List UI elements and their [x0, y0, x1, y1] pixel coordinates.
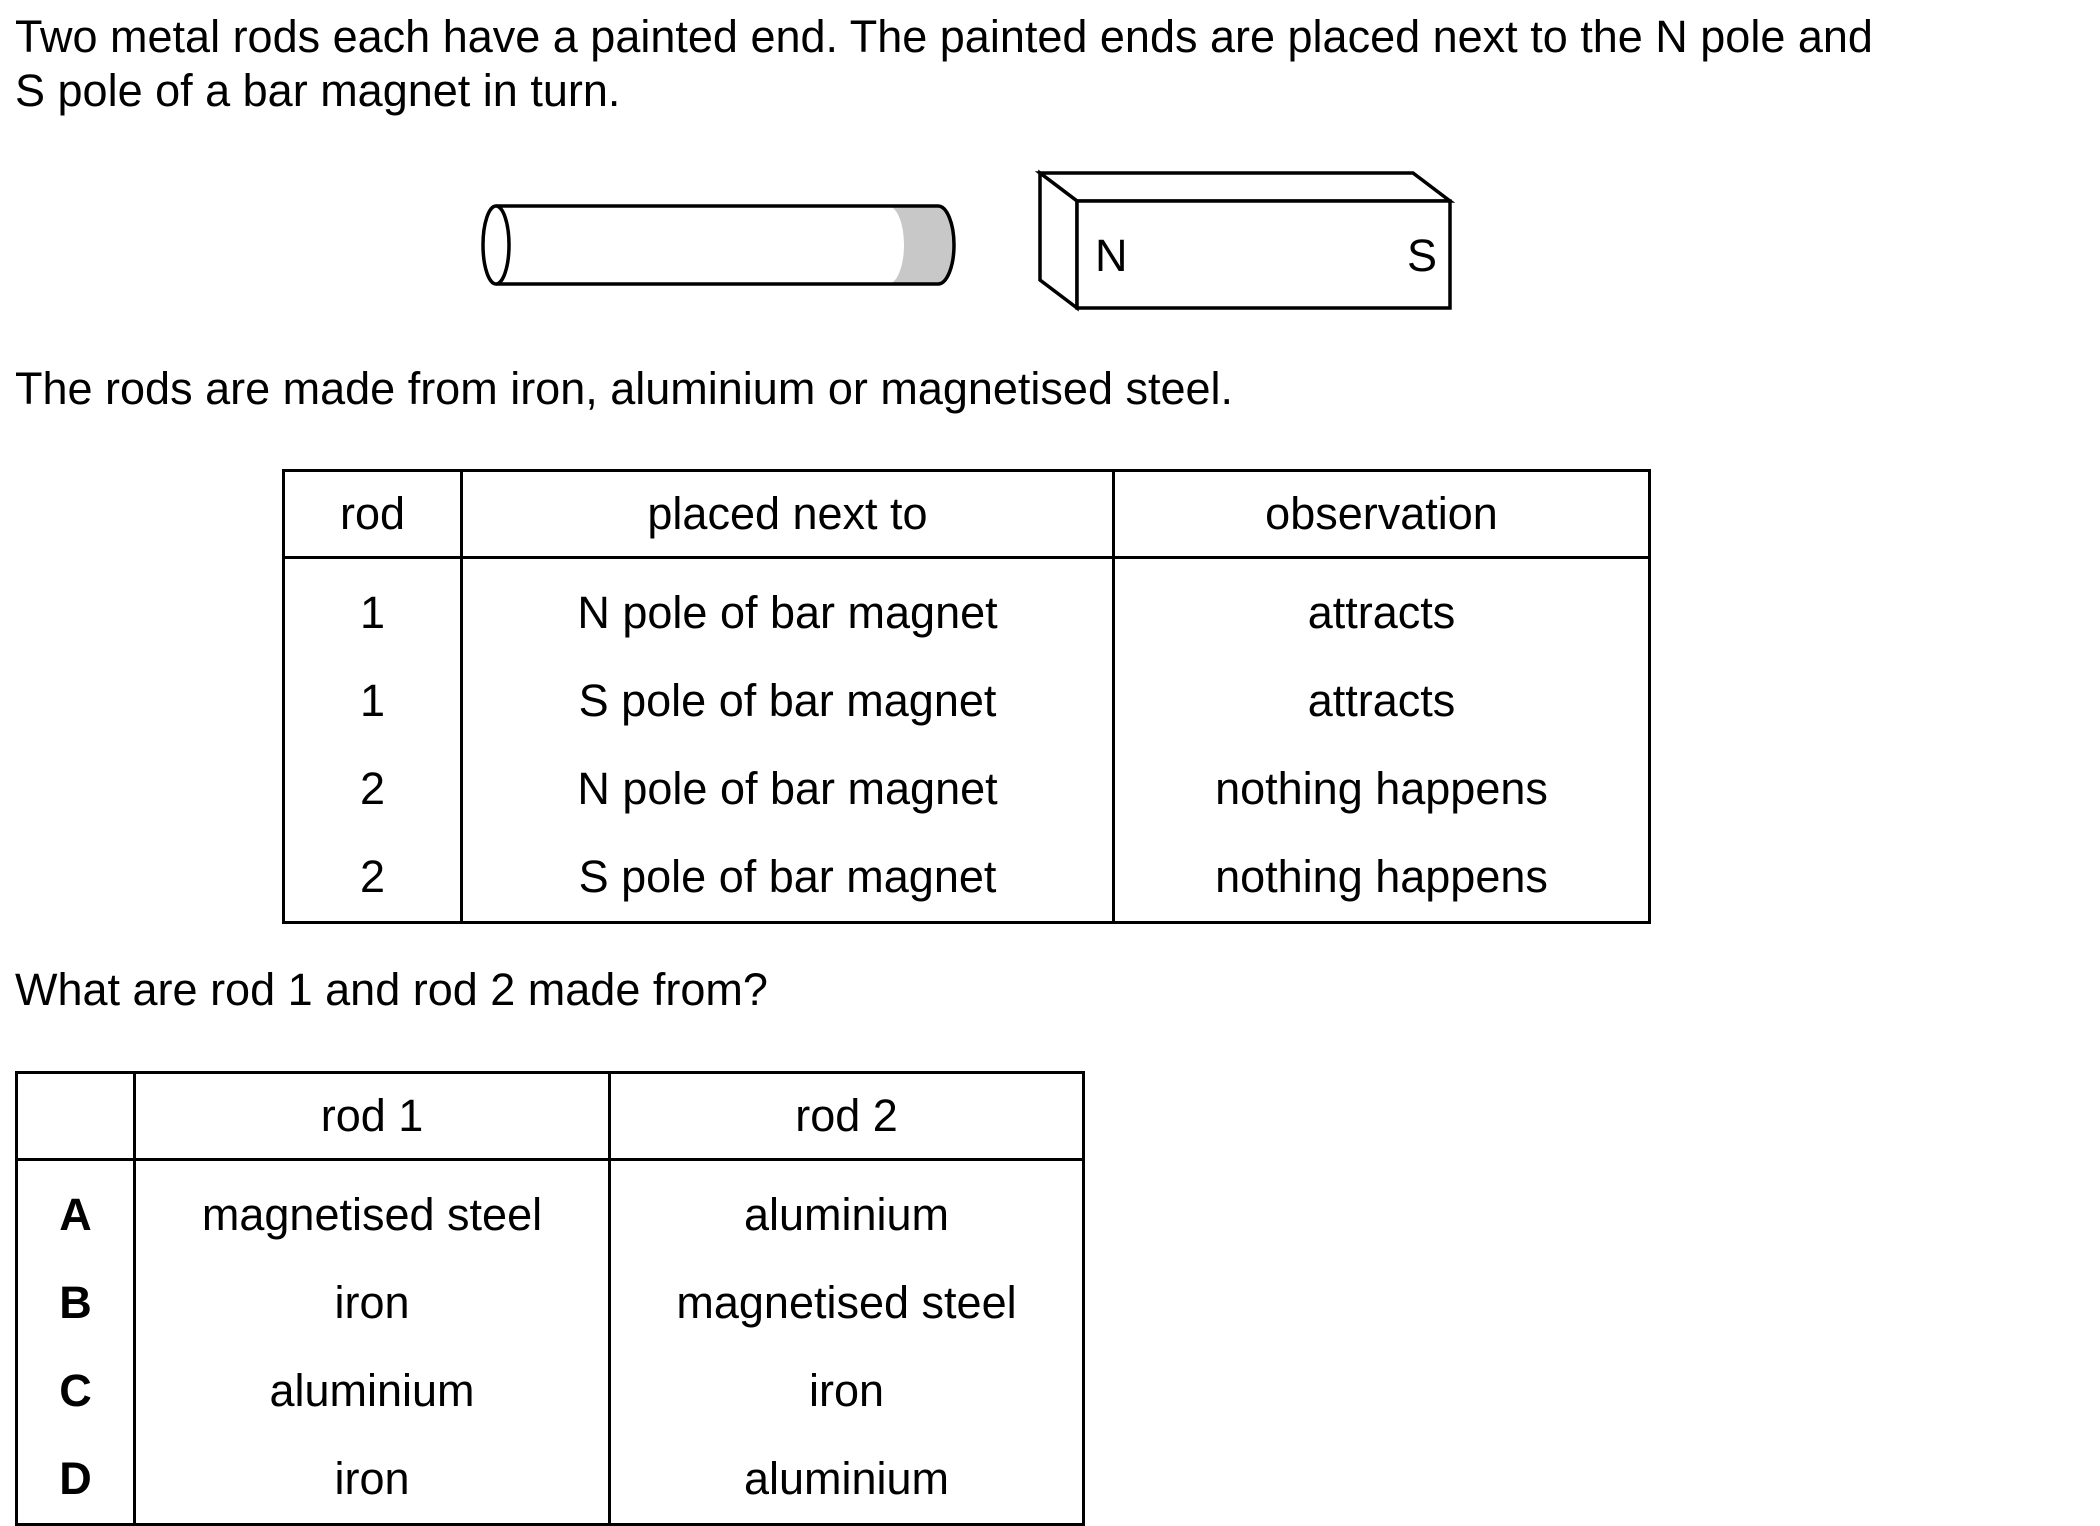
header-observation: observation	[1112, 469, 1651, 559]
header-rod-2: rod 2	[608, 1071, 1085, 1161]
cell-rod: 2	[282, 833, 463, 924]
table-row: 2 S pole of bar magnet nothing happens	[282, 833, 1651, 924]
option-letter[interactable]: D	[15, 1435, 136, 1526]
materials-statement: The rods are made from iron, aluminium o…	[15, 363, 1234, 414]
cell-rod-1: iron	[133, 1435, 611, 1526]
magnet-top-face	[1034, 171, 1456, 203]
option-letter[interactable]: A	[15, 1159, 136, 1259]
bar-magnet: N S	[1034, 169, 1456, 312]
magnet-front-face	[1075, 199, 1452, 310]
observations-header-row: rod placed next to observation	[282, 469, 1651, 559]
rod-body-outline	[496, 204, 956, 286]
cell-observation: nothing happens	[1112, 745, 1651, 833]
observations-table: rod placed next to observation 1 N pole …	[282, 469, 1651, 924]
option-row-d[interactable]: D iron aluminium	[15, 1435, 1085, 1526]
cell-observation: attracts	[1112, 557, 1651, 657]
metal-rod	[481, 204, 956, 286]
header-rod: rod	[282, 469, 463, 559]
table-row: 2 N pole of bar magnet nothing happens	[282, 745, 1651, 833]
rod-and-magnet-diagram: N S	[481, 169, 1456, 312]
answer-options-table: rod 1 rod 2 A magnetised steel aluminium…	[15, 1071, 1085, 1526]
cell-rod-2: aluminium	[608, 1435, 1085, 1526]
header-rod-1: rod 1	[133, 1071, 611, 1161]
rod-near-end	[481, 204, 511, 286]
header-option-letter	[15, 1071, 136, 1161]
question-text: What are rod 1 and rod 2 made from?	[15, 964, 768, 1015]
cell-observation: attracts	[1112, 657, 1651, 745]
cell-rod-1: iron	[133, 1259, 611, 1347]
rod-painted-end	[888, 206, 954, 284]
cell-rod: 1	[282, 657, 463, 745]
cell-rod-2: aluminium	[608, 1159, 1085, 1259]
table-row: 1 S pole of bar magnet attracts	[282, 657, 1651, 745]
cell-rod-1: magnetised steel	[133, 1159, 611, 1259]
header-placed-next-to: placed next to	[460, 469, 1115, 559]
option-row-a[interactable]: A magnetised steel aluminium	[15, 1159, 1085, 1259]
cell-rod-2: magnetised steel	[608, 1259, 1085, 1347]
table-row: 1 N pole of bar magnet attracts	[282, 557, 1651, 657]
cell-placed-next-to: S pole of bar magnet	[460, 833, 1115, 924]
option-row-b[interactable]: B iron magnetised steel	[15, 1259, 1085, 1347]
cell-rod-2: iron	[608, 1347, 1085, 1435]
cell-observation: nothing happens	[1112, 833, 1651, 924]
magnet-n-pole-label: N	[1095, 230, 1128, 281]
cell-rod: 1	[282, 557, 463, 657]
cell-rod-1: aluminium	[133, 1347, 611, 1435]
intro-line-1: Two metal rods each have a painted end. …	[15, 11, 1873, 62]
options-header-row: rod 1 rod 2	[15, 1071, 1085, 1161]
option-letter[interactable]: B	[15, 1259, 136, 1347]
cell-placed-next-to: N pole of bar magnet	[460, 557, 1115, 657]
magnet-s-pole-label: S	[1407, 230, 1437, 281]
option-letter[interactable]: C	[15, 1347, 136, 1435]
option-row-c[interactable]: C aluminium iron	[15, 1347, 1085, 1435]
cell-placed-next-to: S pole of bar magnet	[460, 657, 1115, 745]
intro-line-2: S pole of a bar magnet in turn.	[15, 65, 621, 116]
cell-placed-next-to: N pole of bar magnet	[460, 745, 1115, 833]
cell-rod: 2	[282, 745, 463, 833]
